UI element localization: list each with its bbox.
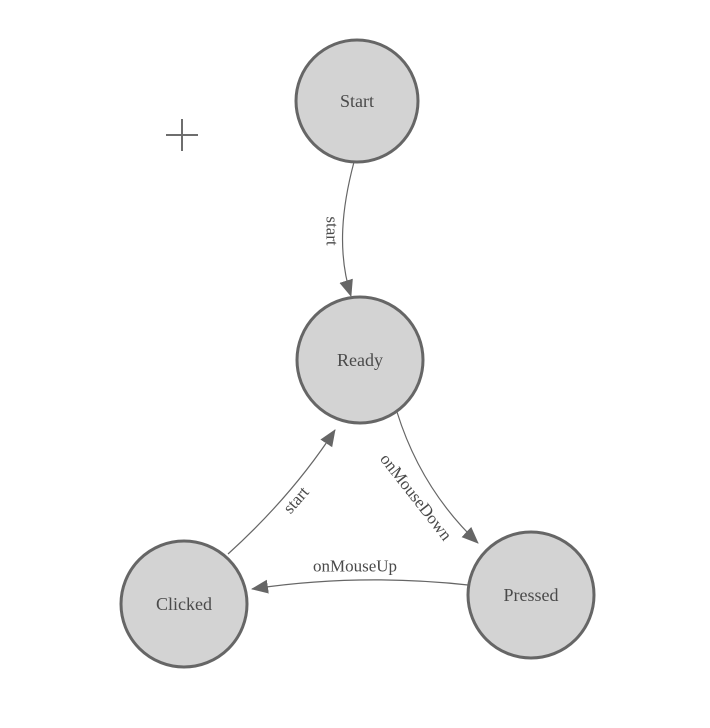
state-circle-clicked[interactable]: [119, 539, 249, 669]
states-layer: Start Ready Clicked Pressed: [119, 38, 596, 669]
state-node-pressed[interactable]: Pressed: [466, 530, 596, 660]
edge-clicked-to-ready[interactable]: [227, 429, 336, 555]
edge-label-clicked-to-ready: start: [279, 483, 313, 518]
edge-label-start-to-ready: start: [323, 216, 342, 246]
edge-start-to-ready[interactable]: [339, 161, 355, 297]
state-node-clicked[interactable]: Clicked: [119, 539, 249, 669]
edge-label-pressed-to-clicked: onMouseUp: [313, 557, 397, 576]
state-circle-pressed[interactable]: [466, 530, 596, 660]
state-node-ready[interactable]: Ready: [295, 295, 425, 425]
state-circle-ready[interactable]: [295, 295, 425, 425]
edge-ready-to-pressed[interactable]: [396, 411, 479, 544]
state-circle-start[interactable]: [294, 38, 420, 164]
edge-pressed-to-clicked[interactable]: [251, 579, 469, 594]
state-node-start[interactable]: Start: [294, 38, 420, 164]
edge-label-ready-to-pressed: onMouseDown: [376, 450, 456, 545]
plus-crosshair-icon: [166, 119, 198, 151]
